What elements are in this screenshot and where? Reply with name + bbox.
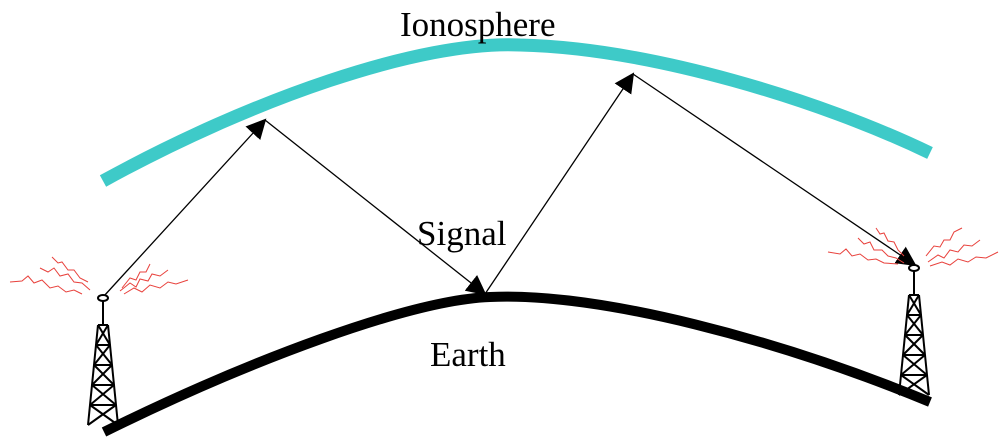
- earth-surface: [104, 297, 930, 432]
- signal-hop-2-down: [633, 74, 915, 265]
- radio-waves-left: [10, 257, 188, 294]
- signal-label: Signal: [417, 214, 507, 253]
- radio-tower-icon: [88, 295, 118, 425]
- radio-tower-icon: [899, 265, 929, 395]
- radio-waves-right: [828, 228, 998, 266]
- ionosphere-label: Ionosphere: [400, 5, 556, 44]
- signal-path: [104, 74, 915, 296]
- signal-hop-2-up: [485, 74, 633, 294]
- earth-label: Earth: [430, 335, 506, 374]
- signal-hop-1-down: [265, 120, 485, 294]
